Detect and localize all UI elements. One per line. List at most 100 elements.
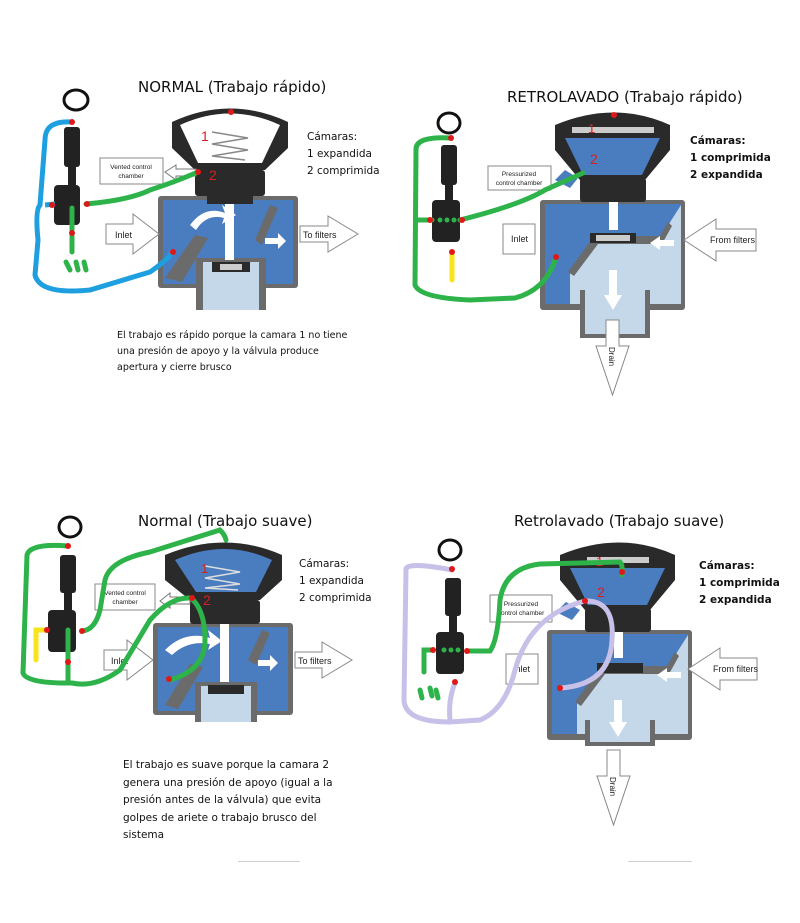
chamber-label-line2: control chamber <box>496 180 543 187</box>
port <box>448 135 454 141</box>
camaras-block: Cámaras: 1 expandida 2 comprimida <box>299 556 372 607</box>
tube-green-top <box>79 527 229 634</box>
valve-body <box>158 195 298 310</box>
tube-green <box>83 169 201 207</box>
panel-title-normal-rapido: NORMAL (Trabajo rápido) <box>138 78 327 96</box>
diaphragm-cap <box>165 542 282 624</box>
tube-green <box>412 135 558 303</box>
chamber-number-1: 1 <box>201 561 208 576</box>
panel-description-normal-rapido: El trabajo es rápido porque la camara 1 … <box>117 330 348 373</box>
valve-body <box>153 620 293 722</box>
camara-state-1: 1 expandida <box>299 575 364 587</box>
inlet-label: Inlet <box>111 656 129 666</box>
chamber-label-box <box>487 165 552 191</box>
divider <box>238 861 300 862</box>
chamber-number-2: 2 <box>590 151 598 167</box>
chamber-label-line1: Pressurized <box>504 601 539 608</box>
from-filters-arrow: From filters <box>687 647 759 691</box>
port <box>449 566 455 572</box>
chamber-number-1: 1 <box>588 121 595 136</box>
chamber-number-2: 2 <box>203 592 211 608</box>
valve-body <box>540 150 685 338</box>
port <box>44 627 50 633</box>
panel-title-retrolavado-suave: Retrolavado (Trabajo suave) <box>514 512 725 530</box>
port <box>430 647 436 653</box>
tube-green-drip <box>417 647 441 701</box>
port <box>557 685 563 691</box>
drain-arrow: Drain <box>596 749 631 827</box>
panel-title-normal-suave: Normal (Trabajo suave) <box>138 512 313 530</box>
divider <box>628 861 692 862</box>
camaras-heading: Cámaras: <box>699 560 755 572</box>
flow-label: To filters <box>303 230 337 240</box>
port <box>170 249 176 255</box>
port <box>49 202 55 208</box>
chamber-number-2: 2 <box>597 584 605 600</box>
tube-lilac <box>401 563 615 725</box>
chamber-label-line1: Pressurized <box>502 171 537 178</box>
inlet-arrow: Inlet <box>105 212 160 256</box>
drain-label: Drain <box>607 347 616 366</box>
tube-lilac-branch <box>447 680 458 723</box>
chamber-number-2: 2 <box>209 167 217 183</box>
to-filters-arrow: To filters <box>294 641 353 679</box>
camaras-heading: Cámaras: <box>307 131 358 143</box>
tube-green <box>464 559 625 654</box>
chamber-label-line2: chamber <box>112 599 138 606</box>
port <box>464 648 470 654</box>
port <box>195 169 201 175</box>
flow-label: To filters <box>298 656 332 666</box>
port <box>459 217 465 223</box>
inlet-label: Inlet <box>513 664 531 674</box>
tube-green-main <box>20 542 193 687</box>
drain-arrow: Drain <box>595 319 630 397</box>
port <box>65 543 71 549</box>
camaras-block: Cámaras: 1 comprimida 2 expandida <box>690 133 771 184</box>
pressure-arrow <box>556 602 580 620</box>
tube-green-inner <box>167 595 208 683</box>
tube-blue <box>32 119 175 294</box>
camara-state-1: 1 comprimida <box>690 152 771 164</box>
port <box>84 201 90 207</box>
camaras-heading: Cámaras: <box>299 558 350 570</box>
camara-state-1: 1 expandida <box>307 148 372 160</box>
diaphragm-cap <box>172 108 288 204</box>
from-filters-arrow: From filters <box>683 218 757 262</box>
camara-state-2: 2 comprimida <box>299 592 372 604</box>
port <box>189 595 195 601</box>
to-filters-arrow: To filters <box>299 215 359 253</box>
port <box>452 679 458 685</box>
camaras-block: Cámaras: 1 comprimida 2 expandida <box>699 558 780 609</box>
chamber-label-line1: Vented control <box>110 164 152 171</box>
port <box>449 249 455 255</box>
tube-green-drip <box>63 205 89 273</box>
tube-yellow <box>33 627 47 663</box>
diaphragm-cap <box>560 542 675 632</box>
camaras-heading: Cámaras: <box>690 135 746 147</box>
port <box>553 254 559 260</box>
diaphragm-cap <box>555 112 670 202</box>
port <box>582 598 588 604</box>
port <box>79 628 85 634</box>
camara-state-2: 2 expandida <box>690 169 763 181</box>
chamber-label-box <box>99 157 164 185</box>
camara-state-1: 1 comprimida <box>699 577 780 589</box>
port <box>69 119 75 125</box>
chamber-number-1: 1 <box>201 128 209 144</box>
chamber-label-line1: Vented control <box>104 590 146 597</box>
inlet-label: Inlet <box>511 234 529 244</box>
chamber-label-line2: chamber <box>118 173 144 180</box>
camara-state-2: 2 expandida <box>699 594 772 606</box>
pilot-solenoid <box>436 538 464 674</box>
panel-title-retrolavado-rapido: RETROLAVADO (Trabajo rápido) <box>507 88 743 106</box>
inlet-label: Inlet <box>115 230 133 240</box>
port <box>65 659 71 665</box>
flow-label: From filters <box>713 664 759 674</box>
panel-description-normal-suave: El trabajo es suave porque la camara 2 g… <box>123 759 333 841</box>
camara-state-2: 2 comprimida <box>307 165 380 177</box>
camaras-block: Cámaras: 1 expandida 2 comprimida <box>307 129 380 180</box>
